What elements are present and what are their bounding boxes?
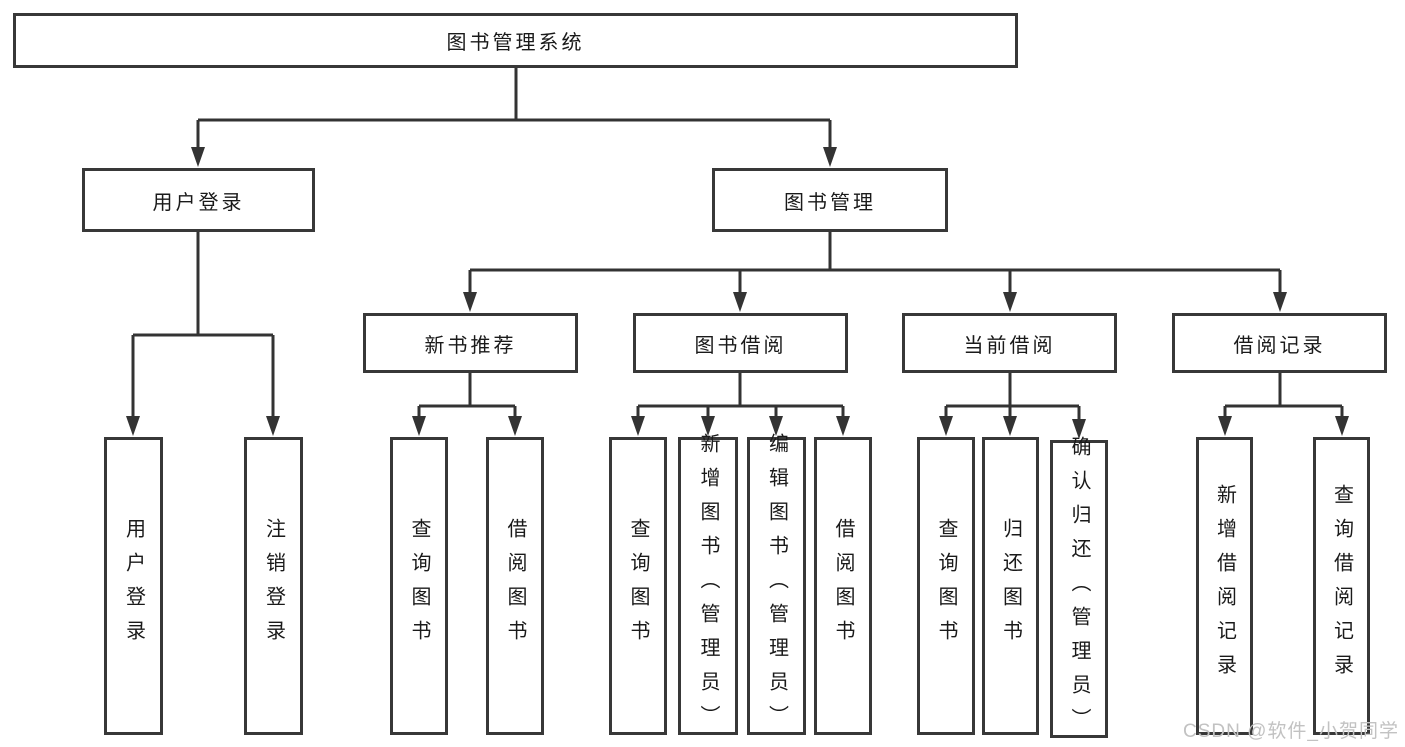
node-current-borrowing: 当前借阅 bbox=[902, 313, 1117, 373]
leaf-label: 归还图书 bbox=[999, 518, 1022, 654]
leaf-label: 查询借阅记录 bbox=[1330, 484, 1353, 688]
leaf-add-books-admin: 新增图书（管理员） bbox=[678, 433, 738, 739]
leaf-query-books-borrow: 查询图书 bbox=[609, 437, 667, 735]
node-new-book-recommend: 新书推荐 bbox=[363, 313, 578, 373]
arrowhead bbox=[463, 292, 477, 312]
leaf-user-login: 用户登录 bbox=[104, 437, 163, 735]
arrowhead bbox=[1072, 419, 1086, 439]
edge-root-to-level2 bbox=[196, 68, 832, 150]
arrowhead bbox=[631, 416, 645, 436]
leaf-borrow-books: 借阅图书 bbox=[814, 437, 872, 735]
leaf-label: 查询图书 bbox=[935, 518, 957, 654]
arrowhead bbox=[126, 416, 140, 436]
node-borrowing-records: 借阅记录 bbox=[1172, 313, 1387, 373]
leaf-label: 确认归还（管理员） bbox=[1068, 436, 1090, 742]
arrowhead bbox=[769, 416, 783, 436]
arrowhead bbox=[1003, 416, 1017, 436]
node-user-login: 用户登录 bbox=[82, 168, 315, 232]
leaf-query-borrow-record: 查询借阅记录 bbox=[1313, 437, 1370, 735]
leaf-edit-books-admin: 编辑图书（管理员） bbox=[747, 433, 806, 739]
leaf-query-books-recommend: 查询图书 bbox=[390, 437, 448, 735]
leaf-borrow-books-recommend: 借阅图书 bbox=[486, 437, 544, 735]
leaf-return-books: 归还图书 bbox=[982, 437, 1039, 735]
arrowhead bbox=[701, 416, 715, 436]
leaf-label: 新增图书（管理员） bbox=[697, 433, 719, 739]
arrowhead bbox=[836, 416, 850, 436]
node-book-borrowing: 图书借阅 bbox=[633, 313, 848, 373]
csdn-watermark: CSDN @软件_小贺同学 bbox=[1183, 721, 1399, 742]
leaf-label: 用户登录 bbox=[122, 518, 145, 654]
edge-book-borrow-to-leaves bbox=[636, 373, 845, 419]
edge-user-login-to-leaves bbox=[131, 232, 275, 419]
node-library-management-system: 图书管理系统 bbox=[13, 13, 1018, 68]
arrowhead bbox=[939, 416, 953, 436]
arrowhead bbox=[508, 416, 522, 436]
edge-current-borrow-to-leaves bbox=[944, 373, 1081, 421]
arrowhead bbox=[412, 416, 426, 436]
edge-borrow-records-to-leaves bbox=[1223, 373, 1344, 419]
edge-book-mgmt-to-level3 bbox=[468, 232, 1282, 295]
leaf-confirm-return-admin: 确认归还（管理员） bbox=[1050, 436, 1108, 742]
leaf-label: 查询图书 bbox=[627, 518, 649, 654]
arrowhead bbox=[1273, 292, 1287, 312]
leaf-label: 查询图书 bbox=[408, 518, 430, 654]
leaf-label: 注销登录 bbox=[262, 518, 285, 654]
arrowhead bbox=[191, 147, 205, 167]
edge-new-book-rec-to-leaves bbox=[417, 373, 517, 419]
arrowhead bbox=[823, 147, 837, 167]
arrowhead bbox=[1218, 416, 1232, 436]
leaf-label: 新增借阅记录 bbox=[1213, 484, 1236, 688]
arrowhead bbox=[733, 292, 747, 312]
arrowhead bbox=[266, 416, 280, 436]
node-book-management: 图书管理 bbox=[712, 168, 948, 232]
leaf-label: 借阅图书 bbox=[832, 518, 854, 654]
leaf-label: 编辑图书（管理员） bbox=[765, 433, 788, 739]
leaf-query-books-current: 查询图书 bbox=[917, 437, 975, 735]
arrowhead bbox=[1335, 416, 1349, 436]
leaf-logout: 注销登录 bbox=[244, 437, 303, 735]
leaf-add-borrow-record: 新增借阅记录 bbox=[1196, 437, 1253, 735]
arrowhead bbox=[1003, 292, 1017, 312]
leaf-label: 借阅图书 bbox=[504, 518, 526, 654]
